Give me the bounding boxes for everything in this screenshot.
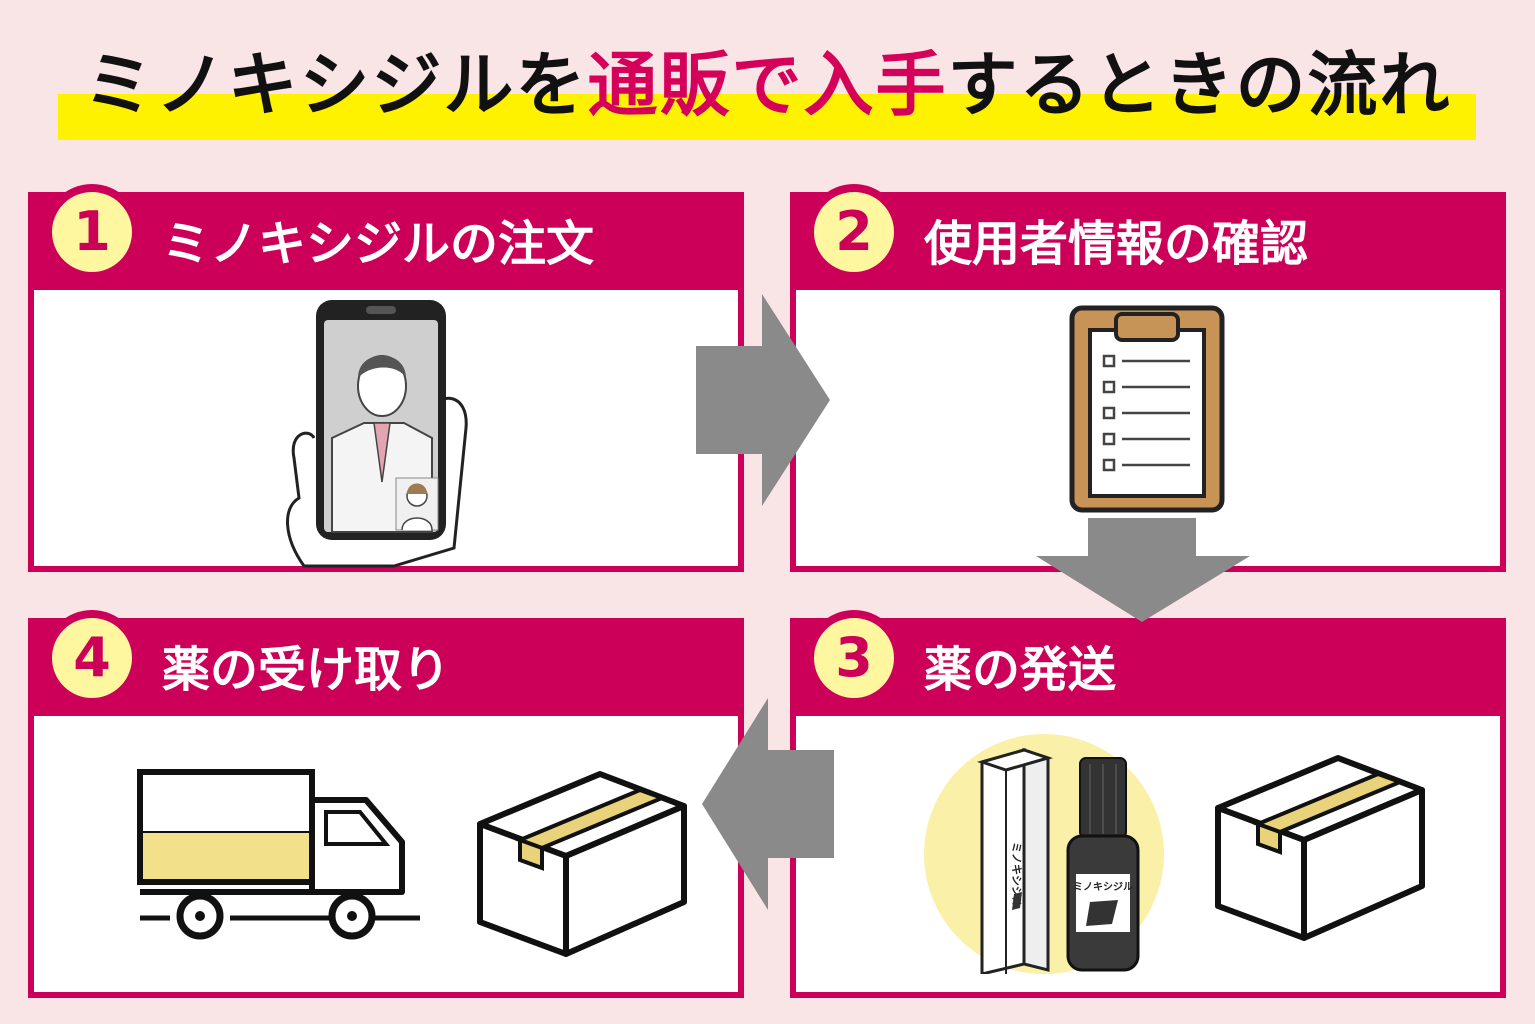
step-2-badge: 2 [806,184,902,280]
title-accent: 通販で入手 [587,44,948,126]
cardboard-box-icon [1215,755,1425,941]
title-part2: するときの流れ [947,44,1452,126]
step-1-panel: ミノキシジルの注文 [28,192,744,572]
arrow-left-icon [702,698,834,910]
step-1-header: ミノキシジルの注文 [34,198,738,290]
clipboard-icon [1069,305,1225,513]
step-3-header: 薬の発送 [796,624,1500,716]
arrow-right-icon [696,294,830,506]
step-2-label: 使用者情報の確認 [924,216,1309,272]
step-3-number: 3 [835,626,873,689]
step-4-panel: 薬の受け取り [28,618,744,998]
step-4-badge: 4 [44,610,140,706]
bottle-product-label: ミノキシジル [1073,881,1133,893]
cardboard-box-icon [477,771,687,957]
step-3-label: 薬の発送 [924,642,1117,698]
title-highlight [58,94,1476,140]
box-product-label: ミノキシジル [1010,842,1023,908]
step-2-number: 2 [835,200,873,263]
arrow-down-icon [1036,518,1250,622]
title-part1: ミノキシジルを [83,44,588,126]
step-4-number: 4 [73,626,111,689]
medicine-bottle-icon: ミノキシジル ミノキシジル [924,734,1164,974]
step-1-badge: 1 [44,184,140,280]
step-2-panel: 使用者情報の確認 [790,192,1506,572]
page-title: ミノキシジルを通販で入手するときの流れ [0,30,1535,140]
phone-video-call-icon [286,300,468,568]
step-3-panel: 薬の発送 ミノキシジル ミノキシジル [790,618,1506,998]
step-3-badge: 3 [806,610,902,706]
step-1-label: ミノキシジルの注文 [162,216,595,272]
delivery-truck-icon [137,769,420,940]
step-1-number: 1 [73,200,111,263]
step-4-header: 薬の受け取り [34,624,738,716]
step-2-header: 使用者情報の確認 [796,198,1500,290]
step-4-label: 薬の受け取り [162,642,451,698]
title-block: ミノキシジルを通販で入手するときの流れ [0,30,1535,150]
